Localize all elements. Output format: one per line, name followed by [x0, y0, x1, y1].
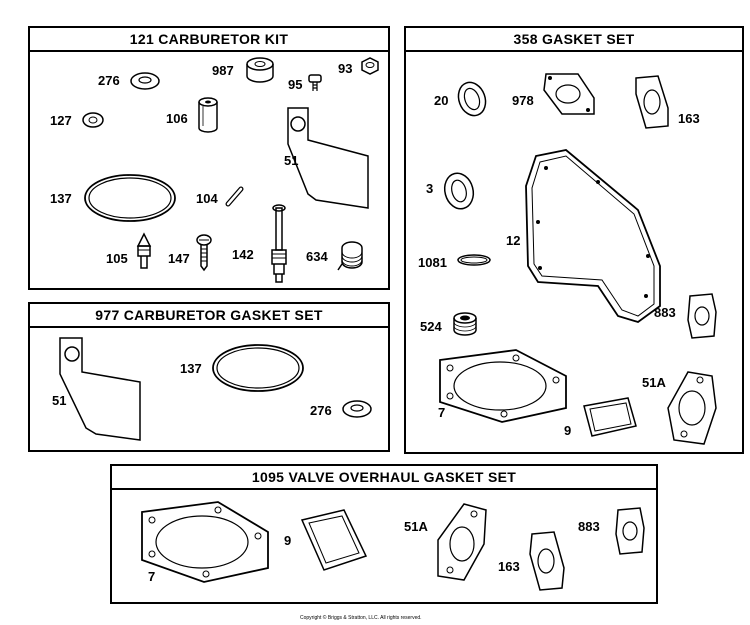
part-7-head-gasket[interactable] [426, 346, 576, 426]
panel-title: 358 GASKET SET [406, 28, 742, 52]
part-12-crankcase-gasket[interactable] [518, 146, 668, 336]
label-95[interactable]: 95 [288, 77, 303, 92]
part-276-seal[interactable] [128, 68, 162, 92]
panel-title: 977 CARBURETOR GASKET SET [30, 304, 388, 328]
label-51[interactable]: 51 [52, 393, 67, 408]
panel-carburetor-kit: 121 CARBURETOR KIT 276 987 95 93 127 106… [28, 26, 390, 290]
label-883[interactable]: 883 [578, 519, 600, 534]
label-93[interactable]: 93 [338, 61, 353, 76]
label-276[interactable]: 276 [310, 403, 332, 418]
label-524[interactable]: 524 [420, 319, 442, 334]
label-634[interactable]: 634 [306, 249, 328, 264]
label-51[interactable]: 51 [284, 153, 299, 168]
part-163-gasket[interactable] [630, 72, 674, 132]
part-634-spring[interactable] [336, 240, 368, 272]
part-163-gasket[interactable] [524, 528, 570, 594]
part-883-gasket[interactable] [682, 290, 722, 342]
panel-title: 121 CARBURETOR KIT [30, 28, 388, 52]
part-51-plate[interactable] [50, 334, 150, 444]
label-106[interactable]: 106 [166, 111, 188, 126]
label-1081[interactable]: 1081 [418, 255, 447, 270]
part-95-screw[interactable] [306, 72, 326, 94]
label-137[interactable]: 137 [180, 361, 202, 376]
part-104-pin[interactable] [224, 184, 246, 210]
part-51a-gasket[interactable] [430, 500, 492, 584]
label-978[interactable]: 978 [512, 93, 534, 108]
part-524-seal[interactable] [450, 310, 480, 340]
label-276[interactable]: 276 [98, 73, 120, 88]
label-20[interactable]: 20 [434, 93, 449, 108]
label-105[interactable]: 105 [106, 251, 128, 266]
label-9[interactable]: 9 [284, 533, 292, 548]
panel-gasket-set: 358 GASKET SET 20 978 163 3 12 1081 883 … [404, 26, 744, 454]
part-137-o-ring[interactable] [208, 340, 308, 396]
label-883[interactable]: 883 [654, 305, 676, 320]
label-142[interactable]: 142 [232, 247, 254, 262]
label-987[interactable]: 987 [212, 63, 234, 78]
part-147-screw[interactable] [194, 232, 214, 272]
label-7[interactable]: 7 [148, 569, 156, 584]
part-20-seal[interactable] [454, 78, 490, 120]
part-978-gasket[interactable] [538, 68, 600, 120]
part-127-washer[interactable] [80, 110, 106, 130]
label-51a[interactable]: 51A [642, 375, 666, 390]
label-104[interactable]: 104 [196, 191, 218, 206]
part-1081-o-ring[interactable] [454, 250, 494, 270]
copyright-footer: Copyright © Briggs & Stratton, LLC. All … [300, 615, 422, 621]
label-12[interactable]: 12 [506, 233, 521, 248]
label-127[interactable]: 127 [50, 113, 72, 128]
part-9-valve-cover-gasket[interactable] [296, 506, 372, 576]
label-3[interactable]: 3 [426, 181, 434, 196]
label-147[interactable]: 147 [168, 251, 190, 266]
part-7-head-gasket[interactable] [128, 498, 278, 588]
part-142-shaft[interactable] [264, 204, 294, 286]
part-51-plate[interactable] [278, 104, 378, 214]
label-163[interactable]: 163 [498, 559, 520, 574]
label-137[interactable]: 137 [50, 191, 72, 206]
panel-title: 1095 VALVE OVERHAUL GASKET SET [112, 466, 656, 490]
part-987-spacer[interactable] [242, 56, 278, 86]
part-9-valve-cover-gasket[interactable] [578, 394, 642, 442]
label-51a[interactable]: 51A [404, 519, 428, 534]
panel-carburetor-gasket-set: 977 CARBURETOR GASKET SET 51 137 276 [28, 302, 390, 452]
part-106-float-bowl-nut[interactable] [194, 96, 222, 136]
part-137-o-ring[interactable] [80, 170, 180, 226]
panel-valve-overhaul-gasket-set: 1095 VALVE OVERHAUL GASKET SET 7 9 51A 1… [110, 464, 658, 604]
label-163[interactable]: 163 [678, 111, 700, 126]
part-883-gasket[interactable] [610, 504, 650, 558]
part-3-seal[interactable] [440, 168, 478, 214]
label-9[interactable]: 9 [564, 423, 572, 438]
part-93-nut[interactable] [358, 56, 382, 78]
part-51a-gasket[interactable] [662, 368, 722, 448]
label-7[interactable]: 7 [438, 405, 446, 420]
part-105-needle[interactable] [134, 232, 154, 272]
part-276-seal[interactable] [340, 396, 374, 420]
